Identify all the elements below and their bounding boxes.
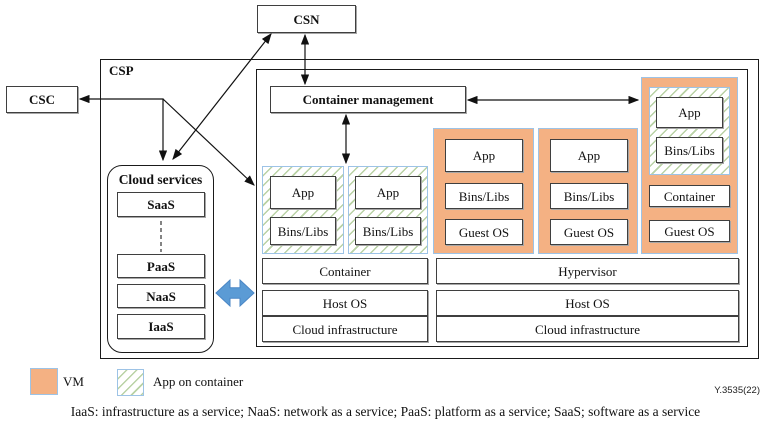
cloud-infra-left-label: Cloud infrastructure xyxy=(292,321,398,337)
saas-box: SaaS xyxy=(117,192,205,217)
infrastructure-boundary xyxy=(256,69,748,347)
iaas-label: IaaS xyxy=(148,319,174,334)
vm1-app-box: App xyxy=(445,139,523,172)
pod1-bins-box: Bins/Libs xyxy=(270,217,336,245)
host-os-right-label: Host OS xyxy=(565,295,610,311)
vm3-bins-label: Bins/Libs xyxy=(664,142,715,158)
container-management-label: Container management xyxy=(302,92,434,107)
vm1-bins-box: Bins/Libs xyxy=(445,183,523,209)
paas-box: PaaS xyxy=(117,254,205,278)
vm1-app-label: App xyxy=(472,148,496,163)
vm1-guest-os-label: Guest OS xyxy=(458,224,510,240)
legend-vm-label: VM xyxy=(63,374,84,389)
hypervisor-row: Hypervisor xyxy=(436,258,739,284)
pod2-app-label: App xyxy=(376,185,400,200)
legend-app-on-container-label: App on container xyxy=(153,374,244,389)
container-row-label: Container xyxy=(319,263,371,279)
csn-label: CSN xyxy=(293,11,320,27)
figure-code: Y.3535(22) xyxy=(714,385,760,396)
host-os-left-label: Host OS xyxy=(322,295,368,311)
container-management-node: Container management xyxy=(270,86,466,113)
vm3-container-label: Container xyxy=(663,188,716,204)
vm3-bins-box: Bins/Libs xyxy=(656,137,723,163)
legend-vm-swatch xyxy=(30,368,58,395)
vm2-guest-os-box: Guest OS xyxy=(550,219,628,245)
vm2-app-box: App xyxy=(550,139,628,172)
csc-node: CSC xyxy=(6,86,78,113)
pod2-app-box: App xyxy=(355,176,421,209)
cloud-infra-row-right: Cloud infrastructure xyxy=(436,316,739,342)
vm3-app-box: App xyxy=(656,97,723,128)
csp-boundary xyxy=(100,59,759,359)
pod1-app-box: App xyxy=(270,176,336,209)
iaas-box: IaaS xyxy=(117,314,205,339)
csc-label: CSC xyxy=(28,92,55,107)
container-row: Container xyxy=(262,258,428,284)
hypervisor-label: Hypervisor xyxy=(558,263,617,279)
vm1-bins-label: Bins/Libs xyxy=(458,188,510,204)
pod2-bins-box: Bins/Libs xyxy=(355,217,421,245)
csn-node: CSN xyxy=(257,5,356,33)
paas-label: PaaS xyxy=(146,258,176,274)
pod1-app-label: App xyxy=(291,185,315,200)
pod2-bins-label: Bins/Libs xyxy=(362,223,414,239)
vm1-guest-os-box: Guest OS xyxy=(445,219,523,245)
vm2-app-label: App xyxy=(577,148,601,163)
cloud-services-title: Cloud services xyxy=(118,172,203,187)
vm3-guest-os-box: Guest OS xyxy=(649,220,730,242)
naas-box: NaaS xyxy=(117,284,205,308)
legend-app-on-container-swatch xyxy=(117,369,144,396)
host-os-row-left: Host OS xyxy=(262,290,428,316)
csp-label: CSP xyxy=(109,63,134,78)
host-os-row-right: Host OS xyxy=(436,290,739,316)
figure-caption: IaaS: infrastructure as a service; NaaS:… xyxy=(70,404,701,419)
saas-label: SaaS xyxy=(147,197,175,212)
vm3-app-label: App xyxy=(678,105,701,120)
naas-label: NaaS xyxy=(146,288,176,304)
vm3-container-box: Container xyxy=(649,185,730,207)
cloud-infra-row-left: Cloud infrastructure xyxy=(262,316,428,342)
vm2-bins-label: Bins/Libs xyxy=(563,188,615,204)
vm3-guest-os-label: Guest OS xyxy=(664,223,715,239)
pod1-bins-label: Bins/Libs xyxy=(277,223,329,239)
cloud-infra-right-label: Cloud infrastructure xyxy=(534,321,641,337)
vm2-guest-os-label: Guest OS xyxy=(563,224,615,240)
vm2-bins-box: Bins/Libs xyxy=(550,183,628,209)
